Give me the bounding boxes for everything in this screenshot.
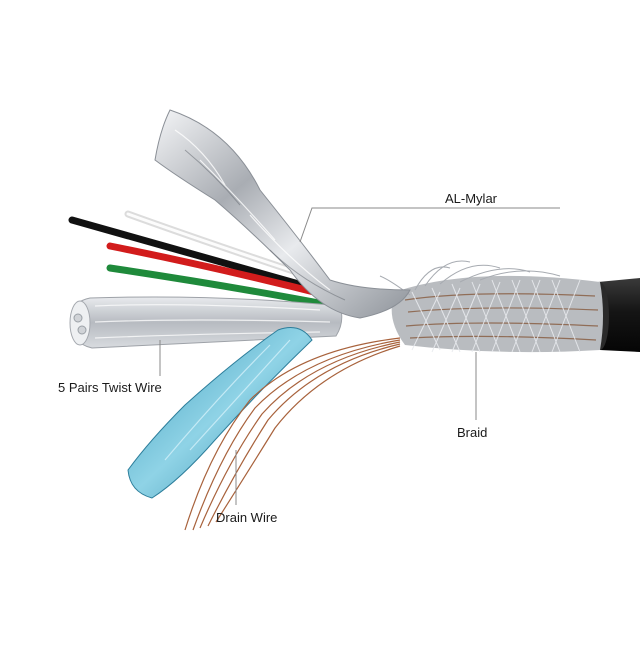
bundle-end: [69, 300, 91, 346]
wire-black: [68, 216, 324, 294]
braid-weave: [411, 279, 581, 353]
al-mylar-label: AL-Mylar: [445, 191, 498, 206]
drain-wire-label: Drain Wire: [216, 510, 278, 525]
foil-creases: [174, 129, 331, 291]
wire-green: [106, 264, 339, 310]
braid-shield: [391, 275, 603, 353]
drain-wire-strands: [184, 337, 401, 531]
braid-label: Braid: [457, 425, 488, 440]
callout-leaders: [159, 207, 560, 505]
wire-red: [106, 242, 334, 300]
blue-foil-strip: [127, 327, 313, 499]
twist-wire-label: 5 Pairs Twist Wire: [58, 380, 162, 395]
leader-al-mylar: [299, 207, 560, 243]
braid-copper-strands: [404, 293, 599, 341]
al-mylar-foil: [154, 109, 411, 319]
